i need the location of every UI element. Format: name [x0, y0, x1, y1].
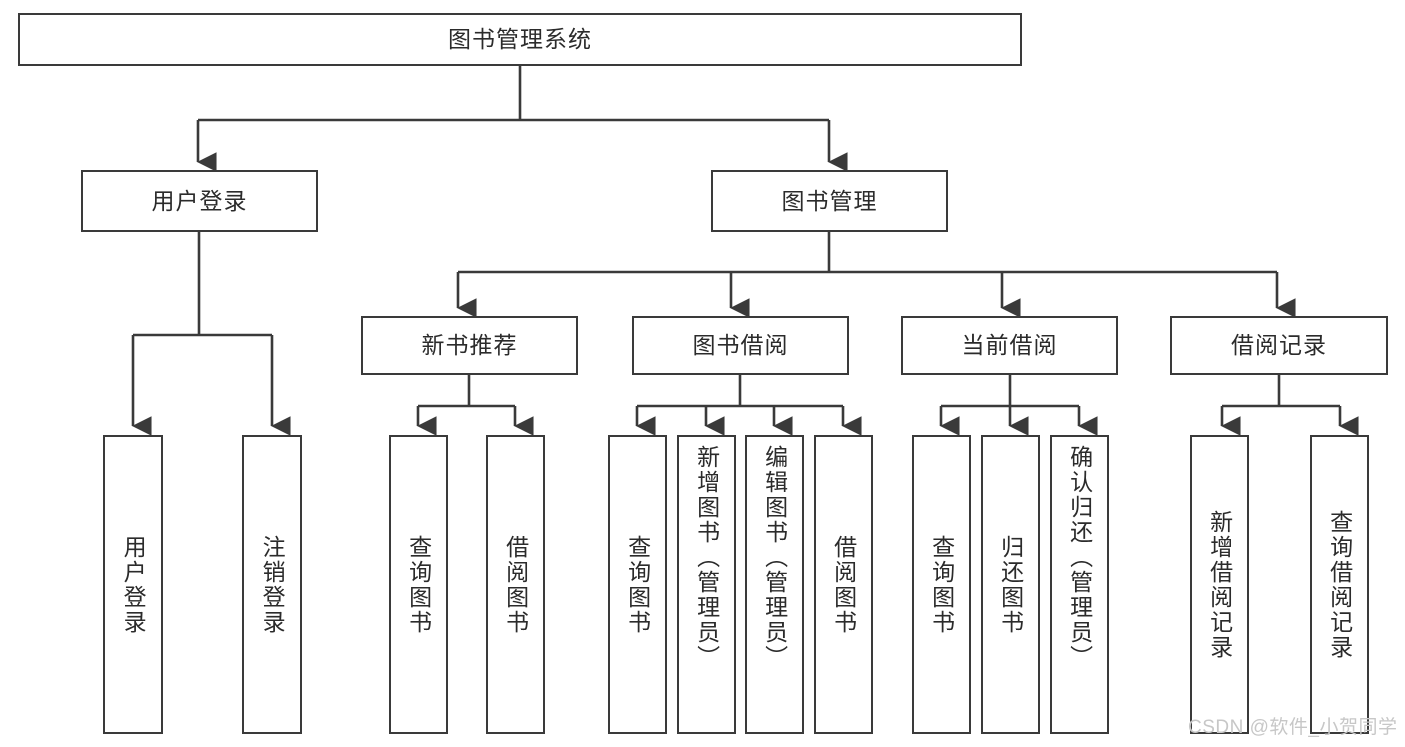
leaf-edit-book[interactable]: 编辑图书（管理员）	[745, 435, 804, 734]
node-borrow-record[interactable]: 借阅记录	[1170, 316, 1388, 375]
leaf-user-logout-label: 注销登录	[259, 534, 286, 635]
leaf-add-record[interactable]: 新增借阅记录	[1190, 435, 1249, 734]
node-new-book-recommend-label: 新书推荐	[421, 332, 518, 359]
csdn-watermark: CSDN @软件_小贺同学	[1188, 717, 1398, 738]
leaf-edit-book-label: 编辑图书（管理员）	[761, 445, 788, 670]
leaf-borrow-book-2[interactable]: 借阅图书	[814, 435, 873, 734]
node-new-book-recommend[interactable]: 新书推荐	[361, 316, 578, 375]
leaf-confirm-return[interactable]: 确认归还（管理员）	[1050, 435, 1109, 734]
leaf-borrow-book-1-label: 借阅图书	[502, 534, 529, 635]
node-user-login[interactable]: 用户登录	[81, 170, 318, 232]
node-root[interactable]: 图书管理系统	[18, 13, 1022, 66]
leaf-query-book-1[interactable]: 查询图书	[389, 435, 448, 734]
leaf-add-book[interactable]: 新增图书（管理员）	[677, 435, 736, 734]
leaf-query-record[interactable]: 查询借阅记录	[1310, 435, 1369, 734]
leaf-borrow-book-1[interactable]: 借阅图书	[486, 435, 545, 734]
leaf-query-book-1-label: 查询图书	[405, 534, 432, 635]
leaf-add-book-label: 新增图书（管理员）	[693, 445, 720, 670]
node-book-borrow[interactable]: 图书借阅	[632, 316, 849, 375]
node-root-label: 图书管理系统	[448, 26, 592, 53]
leaf-query-book-2[interactable]: 查询图书	[608, 435, 667, 734]
node-current-borrow-label: 当前借阅	[961, 332, 1058, 359]
leaf-query-book-3[interactable]: 查询图书	[912, 435, 971, 734]
node-current-borrow[interactable]: 当前借阅	[901, 316, 1118, 375]
leaf-query-book-2-label: 查询图书	[624, 534, 651, 635]
leaf-return-book-label: 归还图书	[997, 534, 1024, 635]
node-book-borrow-label: 图书借阅	[692, 332, 789, 359]
leaf-user-logout[interactable]: 注销登录	[242, 435, 302, 734]
node-book-management[interactable]: 图书管理	[711, 170, 948, 232]
leaf-add-record-label: 新增借阅记录	[1206, 509, 1233, 660]
node-user-login-label: 用户登录	[151, 187, 248, 214]
leaf-borrow-book-2-label: 借阅图书	[830, 534, 857, 635]
leaf-return-book[interactable]: 归还图书	[981, 435, 1040, 734]
leaf-query-record-label: 查询借阅记录	[1326, 509, 1353, 660]
leaf-query-book-3-label: 查询图书	[928, 534, 955, 635]
node-book-management-label: 图书管理	[781, 187, 878, 214]
leaf-user-login-label: 用户登录	[120, 534, 147, 635]
leaf-confirm-return-label: 确认归还（管理员）	[1066, 445, 1093, 670]
node-borrow-record-label: 借阅记录	[1231, 332, 1327, 359]
leaf-user-login[interactable]: 用户登录	[103, 435, 163, 734]
